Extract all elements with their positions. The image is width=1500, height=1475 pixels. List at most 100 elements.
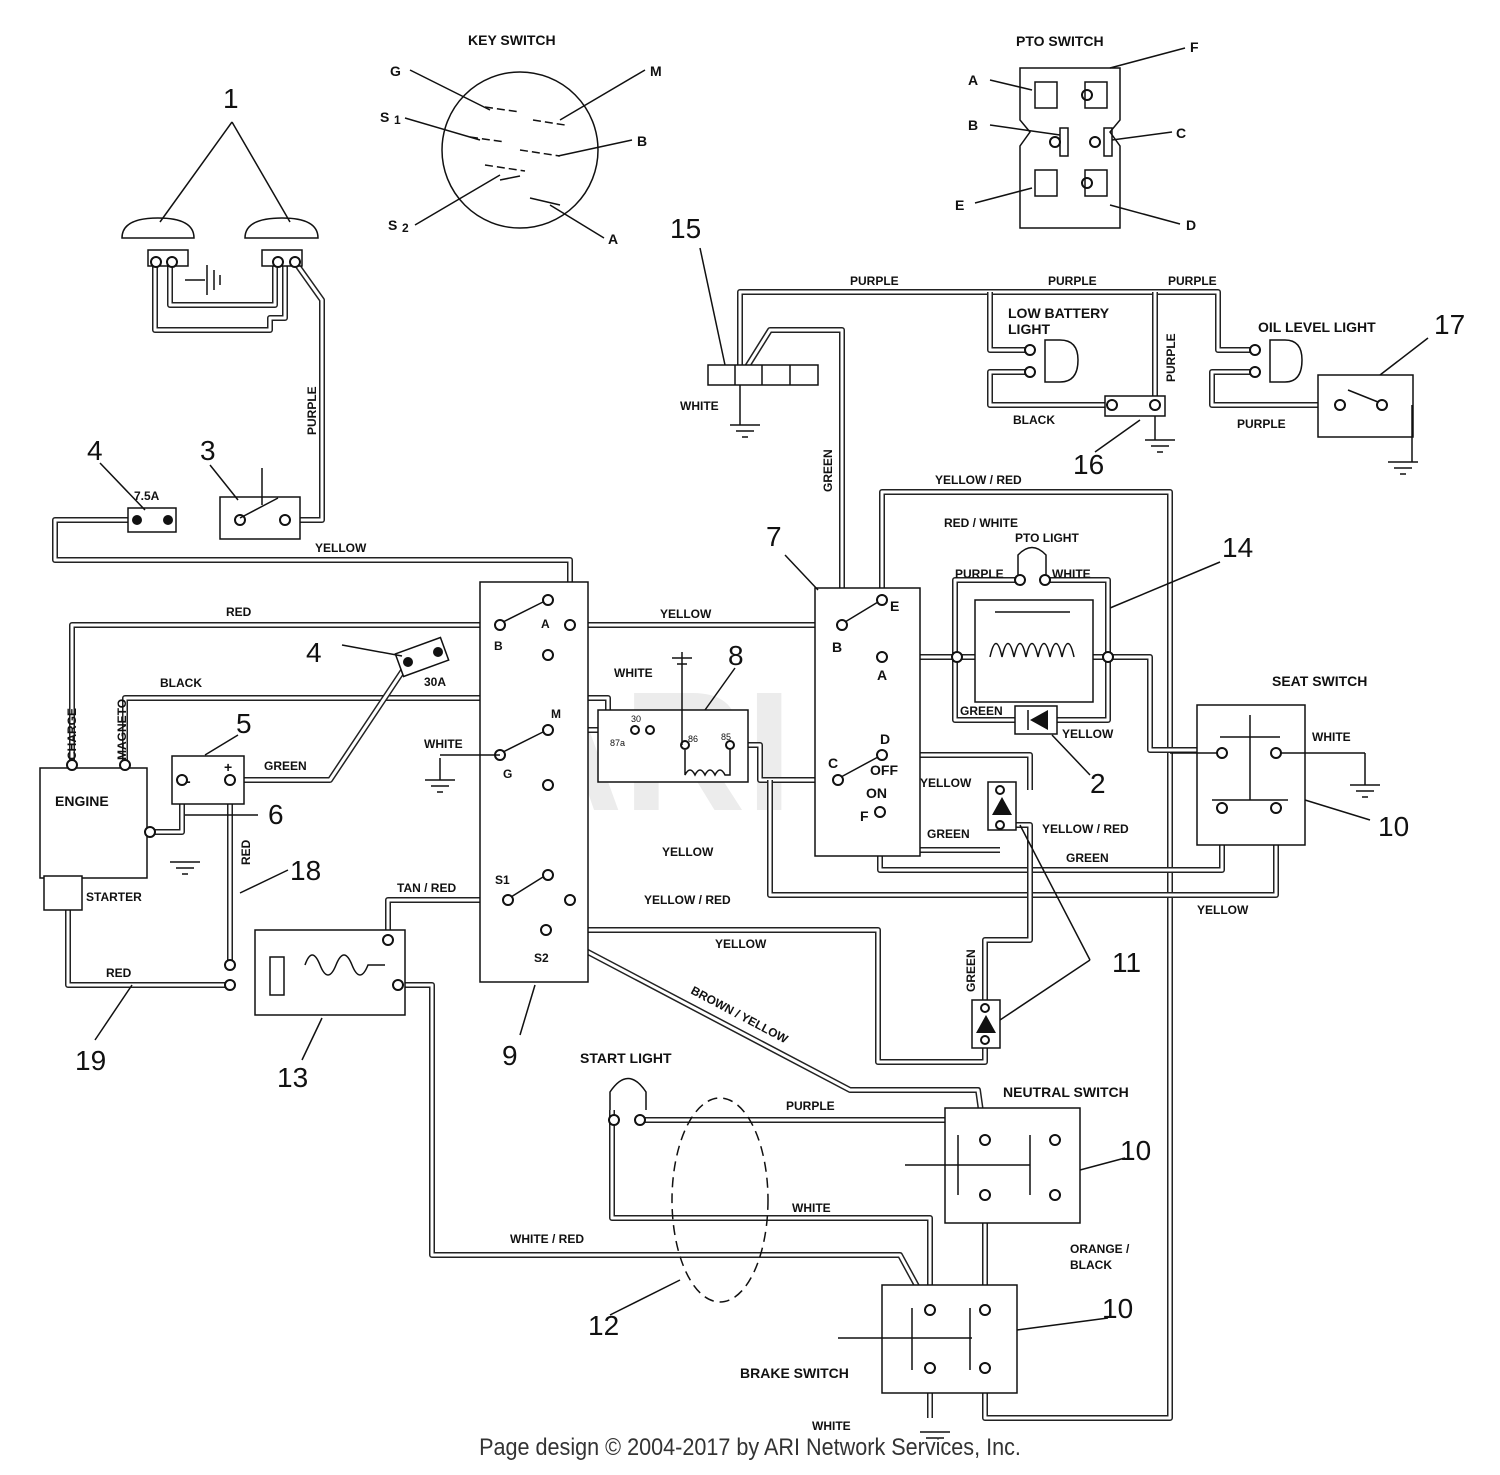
pto-switch-block-contacts (832, 594, 888, 818)
pto-terminal-b: B (968, 117, 978, 133)
relay-8 (597, 709, 749, 783)
wire-label-white-start: WHITE (792, 1201, 831, 1215)
wire-label-red-charge: RED (226, 605, 252, 619)
callout-8: 8 (728, 640, 744, 671)
sender-16 (1104, 395, 1166, 417)
wire-label-red-battery: RED (239, 839, 253, 865)
wire-label-red-white: RED / WHITE (944, 516, 1018, 530)
key-terminal-b: B (637, 133, 647, 149)
low-battery-light-label-2: LIGHT (1008, 321, 1050, 337)
wire-label-orange-black-1: ORANGE / (1070, 1242, 1130, 1256)
starter (43, 875, 83, 911)
neutral-switch-label: NEUTRAL SWITCH (1003, 1084, 1129, 1100)
pto-switch-leaders (974, 47, 1186, 225)
wire-label-yellow-red-seat: YELLOW / RED (1042, 822, 1129, 836)
wire-label-white-brake: WHITE (812, 1419, 851, 1433)
seat-switch-label: SEAT SWITCH (1272, 673, 1367, 689)
pto-terminal-a: A (968, 72, 978, 88)
key-pos-s2: S2 (534, 951, 549, 965)
seat-switch (1196, 704, 1306, 846)
key-pos-s1: S1 (495, 873, 510, 887)
key-terminal-s1: S (380, 109, 389, 125)
oil-level-light-label: OIL LEVEL LIGHT (1258, 319, 1376, 335)
wire-label-green-15: GREEN (821, 449, 835, 492)
wire-label-yellow-s2: YELLOW (715, 937, 767, 951)
key-pos-g: G (503, 767, 512, 781)
wire-label-white-15: WHITE (680, 399, 719, 413)
engine-label: ENGINE (55, 793, 109, 809)
callout-15: 15 (670, 213, 701, 244)
callout-10-brake: 10 (1102, 1293, 1133, 1324)
key-terminal-s2: S (388, 217, 397, 233)
key-terminal-s1-sub: 1 (394, 113, 401, 127)
start-light-label: START LIGHT (580, 1050, 672, 1066)
key-switch-title: KEY SWITCH (468, 32, 556, 48)
wire-label-orange-black-2: BLACK (1070, 1258, 1112, 1272)
callout-2: 2 (1090, 768, 1106, 799)
wire-label-green-diode: GREEN (964, 949, 978, 992)
wire-label-green-seat: GREEN (1066, 851, 1109, 865)
wire-label-purple-1: PURPLE (850, 274, 899, 288)
pto-terminal-f: F (1190, 39, 1199, 55)
pto-terminal-e: E (955, 197, 964, 213)
callout-6: 6 (268, 799, 284, 830)
pto-terminal-d: D (1186, 217, 1196, 233)
wire-label-yellow-red-relay: YELLOW / RED (644, 893, 731, 907)
headlight-left (121, 217, 195, 268)
start-light-bulb (609, 1077, 647, 1110)
callout-10-seat: 10 (1378, 811, 1409, 842)
callout-18: 18 (290, 855, 321, 886)
page-footer: Page design © 2004-2017 by ARI Network S… (479, 1434, 1021, 1461)
key-switch-block-contacts (440, 594, 576, 936)
key-terminal-m: M (650, 63, 662, 79)
pto-clutch-14 (974, 599, 1094, 703)
pto-pos-b: B (832, 639, 842, 655)
connector-15 (707, 364, 819, 425)
battery-pos-label: + (224, 759, 232, 775)
wire-label-white-pto: WHITE (1052, 567, 1091, 581)
callout-10-neutral: 10 (1120, 1135, 1151, 1166)
callout-17: 17 (1434, 309, 1465, 340)
wire-label-red-starter: RED (106, 966, 132, 980)
headlight-ground-icon (185, 265, 221, 295)
key-switch-face (441, 71, 599, 229)
callout-11: 11 (1112, 947, 1141, 978)
wire-label-purple-start: PURPLE (786, 1099, 835, 1113)
wire-label-yellow-red-top: YELLOW / RED (935, 473, 1022, 487)
starter-label: STARTER (86, 890, 142, 904)
engine (39, 767, 148, 879)
pto-pos-d: D (880, 731, 890, 747)
wire-label-yellow-loop: YELLOW (315, 541, 367, 555)
pto-pos-f: F (860, 808, 869, 824)
wire-label-yellow-clutch: YELLOW (1062, 727, 1114, 741)
pto-terminal-c: C (1176, 125, 1186, 141)
wire-label-purple-2: PURPLE (1048, 274, 1097, 288)
pto-light-bulb (1017, 546, 1047, 575)
magneto-label: MAGNETO (115, 699, 129, 760)
pto-pos-on: ON (866, 785, 887, 801)
key-pos-a: A (541, 617, 550, 631)
callout-12: 12 (588, 1310, 619, 1341)
wire-label-purple-4: PURPLE (1164, 333, 1178, 382)
low-battery-light-label-1: LOW BATTERY (1008, 305, 1110, 321)
harness-bundle-12 (671, 1097, 769, 1303)
wire-label-white-g: WHITE (424, 737, 463, 751)
callout-13: 13 (277, 1062, 308, 1093)
wire-label-green-battery: GREEN (264, 759, 307, 773)
pto-pos-c: C (828, 755, 838, 771)
oil-level-light-bulb (1269, 339, 1303, 383)
fuse-30a (394, 636, 450, 678)
brake-switch (881, 1284, 1018, 1394)
pto-light-label: PTO LIGHT (1015, 531, 1079, 545)
key-terminal-g: G (390, 63, 401, 79)
wire-label-yellow-seat: YELLOW (1197, 903, 1249, 917)
key-switch-block-9 (479, 581, 589, 983)
fuse-30a-label: 30A (424, 675, 446, 689)
low-battery-light-bulb (1044, 339, 1079, 383)
relay-pin-30: 30 (631, 714, 641, 724)
pto-pos-off: OFF (870, 762, 898, 778)
key-pos-m: M (551, 707, 561, 721)
wire-label-purple-3: PURPLE (1168, 274, 1217, 288)
battery-neg-label: - (186, 773, 191, 789)
